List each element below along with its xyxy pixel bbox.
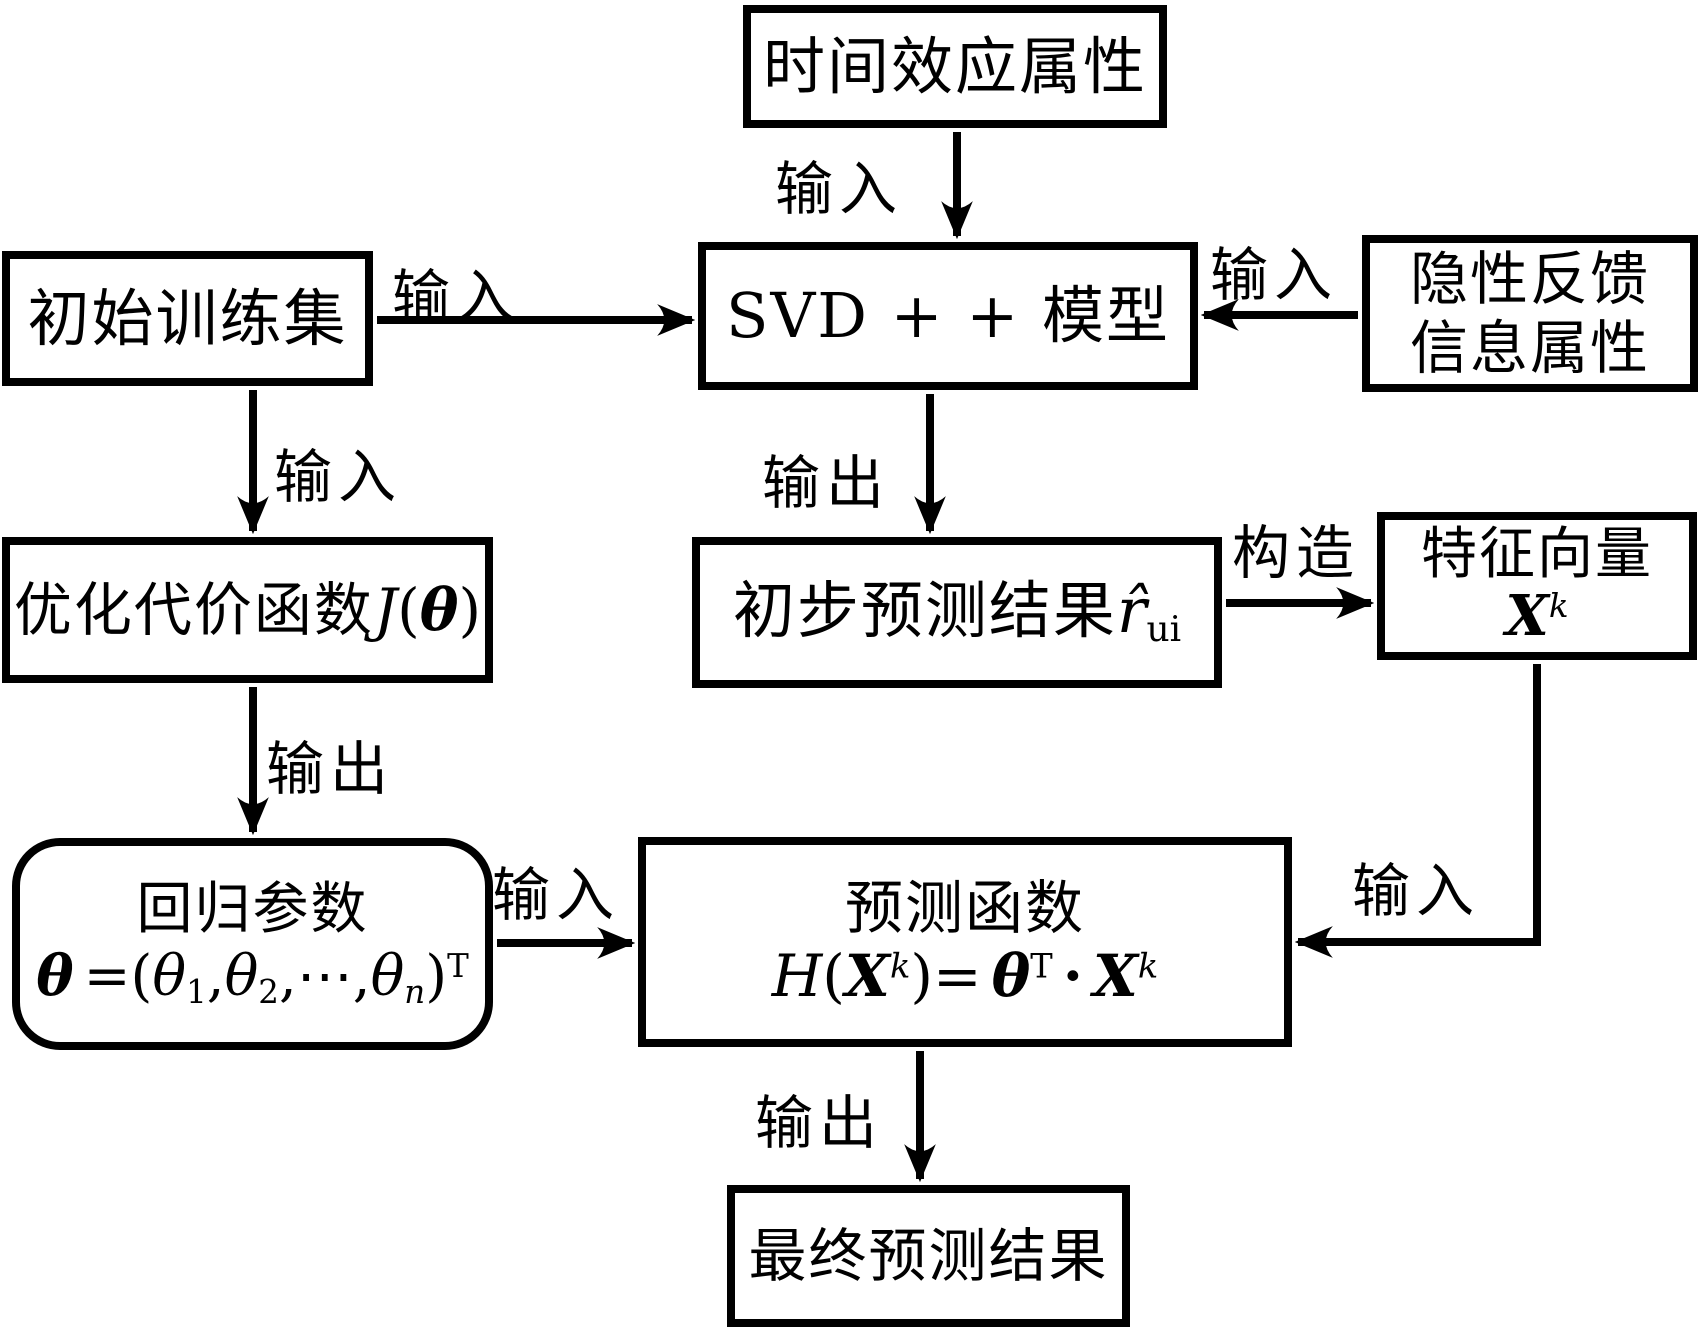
node-feature-vector: 特征向量 Xk [1377, 512, 1697, 660]
node-implicit-feedback-line2: 信息属性 [1409, 313, 1650, 382]
cost-j: J [373, 575, 398, 644]
cost-theta: θ [419, 575, 459, 644]
edge-label-prelim-to-feature: 构造 [1232, 519, 1361, 587]
node-cost-function-label: 优化代价函数 [13, 575, 374, 644]
feature-vector-x: X [1505, 583, 1549, 649]
rhat-variable: r̂ [1116, 573, 1147, 647]
edge-label-feature-to-predict: 输入 [1352, 857, 1481, 925]
prediction-h: H [771, 942, 823, 1010]
node-cost-function: 优化代价函数J(θ) [2, 537, 493, 683]
dot-operator: · [1062, 942, 1083, 1010]
node-time-attribute-label: 时间效应属性 [762, 29, 1147, 103]
regression-transpose: T [447, 946, 469, 985]
feature-vector-exp: k [1548, 587, 1569, 626]
edge-label-svd-to-prelim: 输出 [762, 449, 891, 517]
edge-label-implicit-to-svd: 输入 [1210, 241, 1339, 309]
node-final-result: 最终预测结果 [727, 1185, 1130, 1327]
edge-label-cost-to-regress: 输出 [266, 735, 395, 803]
node-implicit-feedback-line1: 隐性反馈 [1409, 245, 1650, 314]
rhat-subscript: ui [1146, 608, 1182, 650]
node-initial-training-set: 初始训练集 [2, 251, 373, 386]
node-prediction-function-label: 预测函数 [844, 873, 1085, 942]
edge-label-predict-to-final: 输出 [755, 1089, 884, 1157]
node-regression-params-label: 回归参数 [136, 876, 369, 942]
node-feature-vector-label: 特征向量 [1421, 522, 1653, 588]
node-preliminary-result: 初步预测结果r̂ui [692, 537, 1222, 688]
node-time-attribute: 时间效应属性 [743, 5, 1167, 128]
edge-label-train-to-cost: 输入 [274, 443, 403, 511]
node-preliminary-result-label: 初步预测结果 [732, 573, 1117, 647]
edge-label-train-to-svd: 输入 [392, 263, 521, 331]
node-final-result-label: 最终预测结果 [748, 1221, 1109, 1290]
edge-label-regress-to-predict: 输入 [492, 861, 621, 929]
arrow-feature-to-predict [1294, 664, 1541, 958]
node-prediction-function: 预测函数 H(Xk)=θT·Xk [638, 837, 1292, 1047]
node-svd-model: SVD + + 模型 [698, 242, 1198, 390]
edge-label-time-to-svd: 输入 [775, 155, 904, 223]
node-regression-params: 回归参数 θ=(θ1,θ2,⋯,θn)T [12, 838, 493, 1050]
regression-theta: θ [36, 942, 74, 1009]
node-implicit-feedback: 隐性反馈 信息属性 [1362, 235, 1698, 392]
prediction-transpose: T [1030, 946, 1053, 986]
node-initial-training-set-label: 初始训练集 [27, 281, 348, 355]
node-svd-model-label: SVD + + 模型 [726, 279, 1170, 353]
prediction-theta: θ [991, 942, 1031, 1010]
